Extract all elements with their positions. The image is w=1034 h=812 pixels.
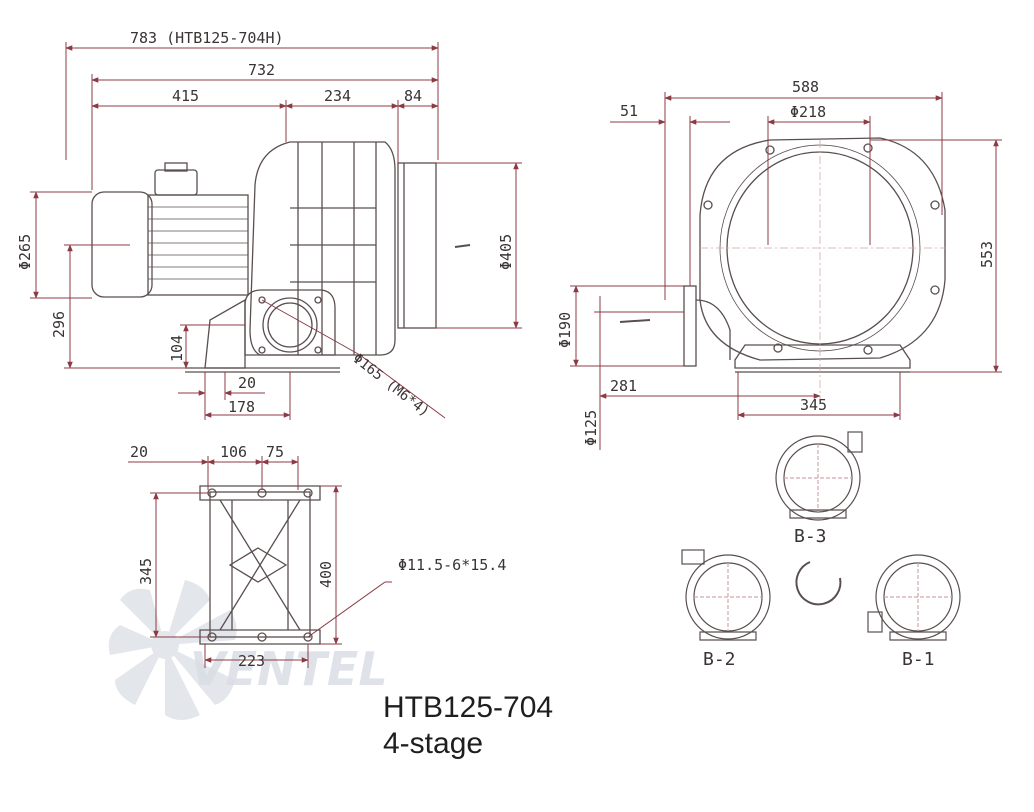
orientation-b3: [775, 431, 863, 521]
motor-body: [147, 194, 249, 296]
inlet-flange: [244, 289, 336, 356]
base-view-dimensions: [128, 456, 392, 668]
rotation-arrow-icon: [795, 561, 842, 606]
dim-overall: 732: [248, 61, 275, 79]
side-inlet: [683, 285, 697, 367]
front-view-dimensions: [570, 92, 1002, 450]
dim-base-d1: 20: [130, 443, 148, 461]
side-view-labels: 783 (HTB125-704H) 732 415 234 84 Φ265 29…: [16, 29, 515, 420]
label-b1: B-1: [902, 649, 935, 670]
model-name: HTB125-704: [383, 691, 554, 724]
dim-body-len: 234: [324, 87, 351, 105]
dim-overall-h: 783 (HTB125-704H): [130, 29, 284, 47]
dim-height: 553: [978, 241, 996, 268]
terminal-box: [154, 169, 198, 196]
side-view: [91, 141, 471, 373]
dim-base-holes: Φ11.5-6*15.4: [398, 556, 506, 574]
label-b2: B-2: [703, 649, 736, 670]
base-plate: [209, 491, 311, 638]
dim-inner-dia: Φ218: [790, 103, 826, 121]
dim-base-d3: 75: [266, 443, 284, 461]
dim-outlet-len: 84: [404, 87, 422, 105]
front-view: [619, 137, 946, 373]
dim-pipe-dia: Φ125: [582, 410, 600, 446]
base-view-labels: 20 106 75 345 400 223 Φ11.5-6*15.4: [130, 443, 506, 670]
front-view-centerlines: [700, 140, 945, 400]
dim-base-w: 345: [800, 396, 827, 414]
dim-base-outer: 400: [317, 561, 335, 588]
dim-base-dist: 281: [610, 377, 637, 395]
dim-motor-dia: Φ265: [16, 234, 34, 270]
side-view-dimensions: [30, 42, 522, 420]
front-view-labels: 51 588 Φ218 553 Φ190 281 345 Φ125: [556, 78, 996, 446]
model-stages: 4-stage: [383, 727, 484, 760]
dim-base-width: 223: [238, 652, 265, 670]
front-housing: [699, 137, 946, 361]
dim-outlet-dia: Φ405: [497, 234, 515, 270]
base-bracket: [204, 298, 246, 369]
label-b3: B-3: [794, 526, 827, 547]
dim-offset: 51: [620, 102, 638, 120]
dim-center-h: 296: [50, 311, 68, 338]
dim-base-inner: 345: [137, 558, 155, 585]
dim-base-b: 178: [228, 398, 255, 416]
orientation-b1: [867, 554, 961, 641]
dim-base-h: 104: [168, 335, 186, 362]
front-base: [734, 344, 911, 369]
orientation-b2: [681, 549, 771, 641]
dim-inlet-dia: Φ190: [556, 312, 574, 348]
dim-base-a: 20: [238, 374, 256, 392]
fan-icon: [108, 580, 237, 720]
model-caption: HTB125-704 4-stage: [383, 690, 553, 762]
dim-motor-len: 415: [172, 87, 199, 105]
dim-width: 588: [792, 78, 819, 96]
watermark-brand: VENTEL: [190, 642, 388, 696]
dim-flange: Φ165 (M6*4): [350, 351, 433, 421]
dim-base-d2: 106: [220, 443, 247, 461]
watermark-logo: VENTEL: [108, 580, 388, 720]
blower-housing: [249, 141, 396, 356]
outlet-pipe: [397, 162, 437, 329]
